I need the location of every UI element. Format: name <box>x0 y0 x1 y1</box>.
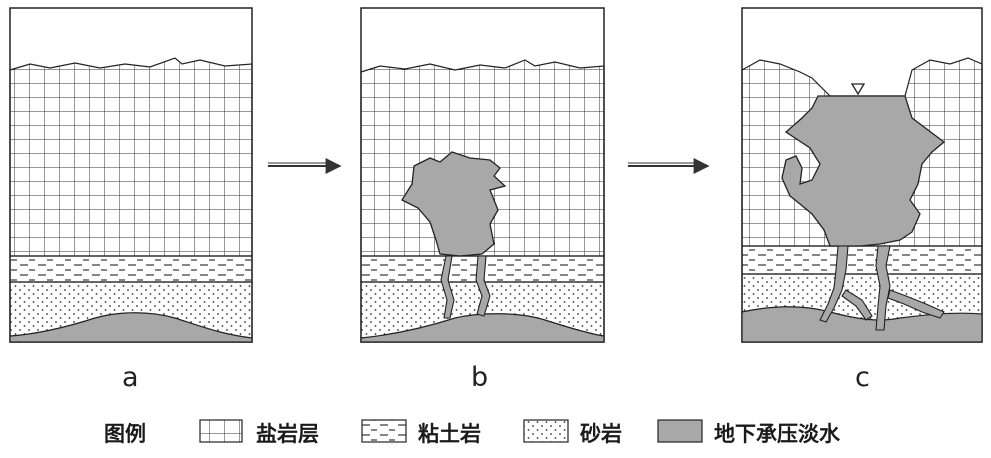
panel-c-clay-layer <box>741 245 983 275</box>
panel-c-water-body <box>741 306 983 343</box>
panel-b-dissolution-cavity <box>401 151 507 257</box>
panel-c-fracture-branch <box>841 289 873 321</box>
legend-title: 图例 <box>104 422 146 446</box>
legend <box>199 419 703 443</box>
panel-c-fracture-right <box>887 289 945 319</box>
legend-swatch-water <box>657 419 703 443</box>
panel-c-label: c <box>855 362 870 393</box>
panel-b-fracture-left <box>440 255 455 319</box>
panel-a-water-body <box>9 312 253 343</box>
legend-label-salt: 盐岩层 <box>256 422 319 446</box>
legend-label-water: 地下承压淡水 <box>714 422 840 446</box>
legend-swatch-salt <box>199 419 243 443</box>
panel-b-fracture-right <box>475 255 491 317</box>
panel-b-label: b <box>471 362 489 393</box>
panel-c-fracture-middle <box>875 245 891 331</box>
panel-c <box>741 7 983 343</box>
legend-swatch-clay <box>361 419 407 443</box>
panel-a-label: a <box>122 362 139 393</box>
legend-label-clay: 粘土岩 <box>418 422 481 446</box>
panel-c-dissolution-cavity <box>781 95 946 247</box>
panel-a <box>9 7 253 343</box>
panel-b <box>360 7 605 343</box>
panel-b-water-body <box>360 313 605 343</box>
panel-a-salt-layer <box>9 57 253 257</box>
panel-a-clay-layer <box>9 255 253 283</box>
legend-swatch-sandstone <box>523 419 569 443</box>
water-table-marker-icon <box>850 83 866 96</box>
panel-c-fracture-left <box>819 245 849 323</box>
legend-label-sandstone: 砂岩 <box>580 422 622 446</box>
